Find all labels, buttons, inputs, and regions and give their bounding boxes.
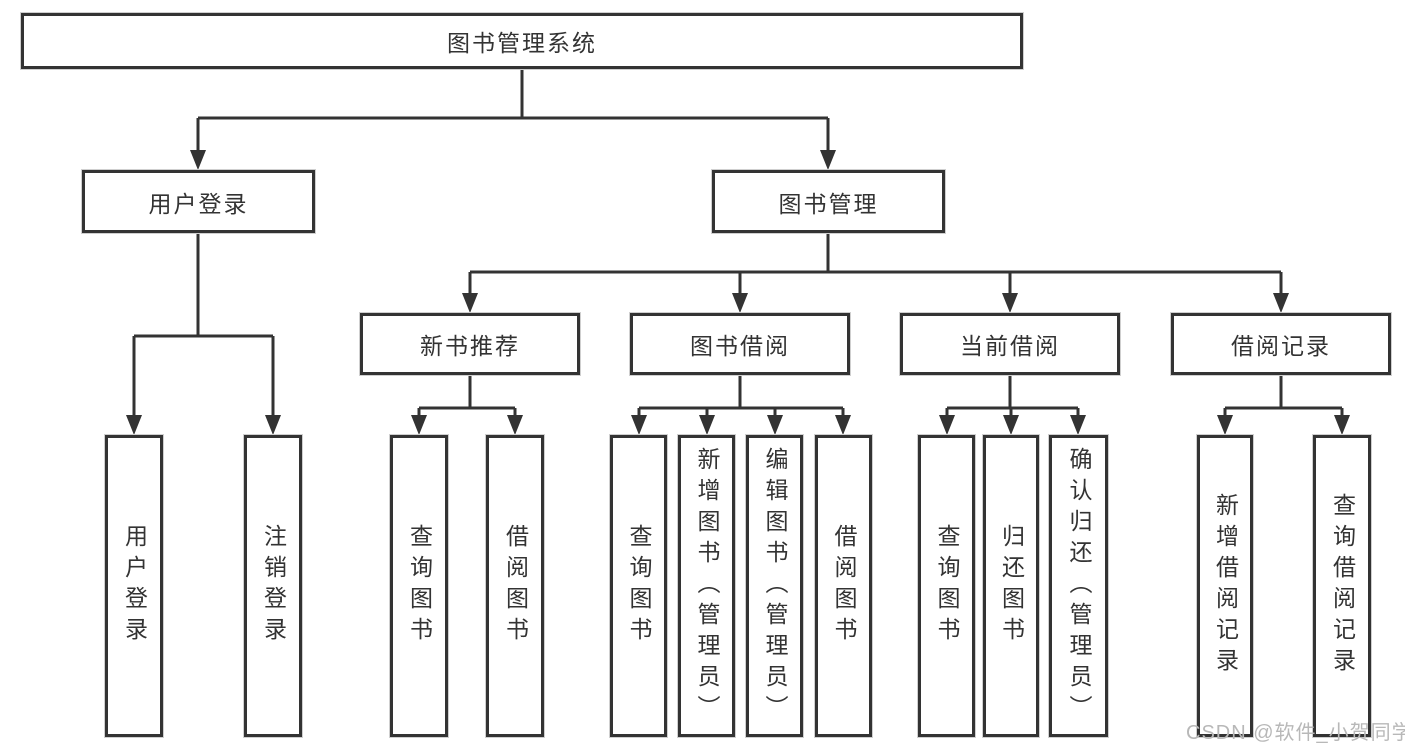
node-borrow-record: 借阅记录	[1171, 313, 1391, 375]
node-label: 查询图书	[934, 524, 960, 648]
arrowhead-nb-query	[411, 415, 427, 435]
leaf-current-return-book: 归还图书	[983, 435, 1039, 737]
arrowhead-new-book	[462, 293, 478, 313]
leaf-record-add-record: 新增借阅记录	[1197, 435, 1253, 737]
node-label: 确认归还（管理员）	[1066, 446, 1092, 726]
node-label: 当前借阅	[960, 333, 1060, 359]
node-label: 注销登录	[260, 524, 287, 648]
node-new-book-recommend: 新书推荐	[360, 313, 580, 375]
arrowhead-bb-edit	[767, 415, 783, 435]
arrowhead-cb-return	[1003, 415, 1019, 435]
leaf-borrow-borrow-book: 借阅图书	[815, 435, 872, 737]
arrowhead-bb-query	[631, 415, 647, 435]
leaf-newbook-query-book: 查询图书	[390, 435, 448, 737]
connector-new-book-children	[417, 375, 517, 420]
arrowhead-cb-confirm	[1070, 415, 1086, 435]
leaf-record-query-record: 查询借阅记录	[1313, 435, 1371, 737]
node-label: 查询借阅记录	[1329, 493, 1356, 679]
leaf-current-confirm-return-admin: 确认归还（管理员）	[1049, 435, 1108, 737]
leaf-borrow-query-book: 查询图书	[610, 435, 667, 737]
node-current-borrow: 当前借阅	[900, 313, 1120, 375]
node-user-login: 用户登录	[82, 170, 315, 233]
leaf-newbook-borrow-book: 借阅图书	[486, 435, 544, 737]
leaf-borrow-add-book-admin: 新增图书（管理员）	[678, 435, 735, 737]
node-system-root: 图书管理系统	[21, 13, 1023, 69]
node-label: 查询图书	[626, 524, 652, 648]
node-label: 编辑图书（管理员）	[762, 446, 788, 726]
arrowhead-bb-borrow	[835, 415, 851, 435]
node-label: 图书管理	[778, 190, 879, 217]
node-label: 新增借阅记录	[1212, 493, 1239, 679]
leaf-current-query-book: 查询图书	[918, 435, 975, 737]
arrowhead-br-add	[1217, 415, 1233, 435]
node-label: 新书推荐	[420, 333, 520, 359]
arrowhead-book-borrow	[732, 293, 748, 313]
connector-root-to-level2	[196, 69, 830, 155]
node-book-mgmt: 图书管理	[712, 170, 945, 233]
node-label: 新增图书（管理员）	[694, 446, 720, 726]
connector-current-borrow-children	[945, 375, 1080, 420]
leaf-borrow-edit-book-admin: 编辑图书（管理员）	[746, 435, 803, 737]
connector-borrow-record-children	[1223, 375, 1344, 420]
connector-user-login-children	[132, 233, 275, 420]
node-label: 用户登录	[148, 190, 249, 217]
node-label: 查询图书	[406, 524, 433, 648]
csdn-watermark: CSDN @软件_小贺同学	[1186, 722, 1405, 744]
arrowhead-br-query	[1334, 415, 1350, 435]
arrowhead-book-mgmt	[820, 150, 836, 170]
node-book-borrow: 图书借阅	[630, 313, 850, 375]
node-label: 图书管理系统	[447, 30, 597, 56]
node-label: 归还图书	[998, 524, 1025, 648]
arrowhead-borrow-record	[1273, 293, 1289, 313]
node-label: 用户登录	[121, 524, 148, 648]
arrowhead-user-login	[190, 150, 206, 170]
leaf-user-logout: 注销登录	[244, 435, 302, 737]
arrowhead-bb-add	[699, 415, 715, 435]
connector-book-borrow-children	[637, 375, 845, 420]
arrowhead-nb-borrow	[507, 415, 523, 435]
node-label: 图书借阅	[690, 333, 790, 359]
arrowhead-cb-query	[939, 415, 955, 435]
leaf-user-login: 用户登录	[105, 435, 163, 737]
node-label: 借阅图书	[831, 524, 857, 648]
arrowhead-leaf-logout	[265, 415, 281, 435]
node-label: 借阅图书	[502, 524, 529, 648]
arrowhead-current-borrow	[1002, 293, 1018, 313]
arrowhead-leaf-login	[126, 415, 142, 435]
connector-book-mgmt-children	[468, 233, 1283, 298]
node-label: 借阅记录	[1231, 333, 1331, 359]
